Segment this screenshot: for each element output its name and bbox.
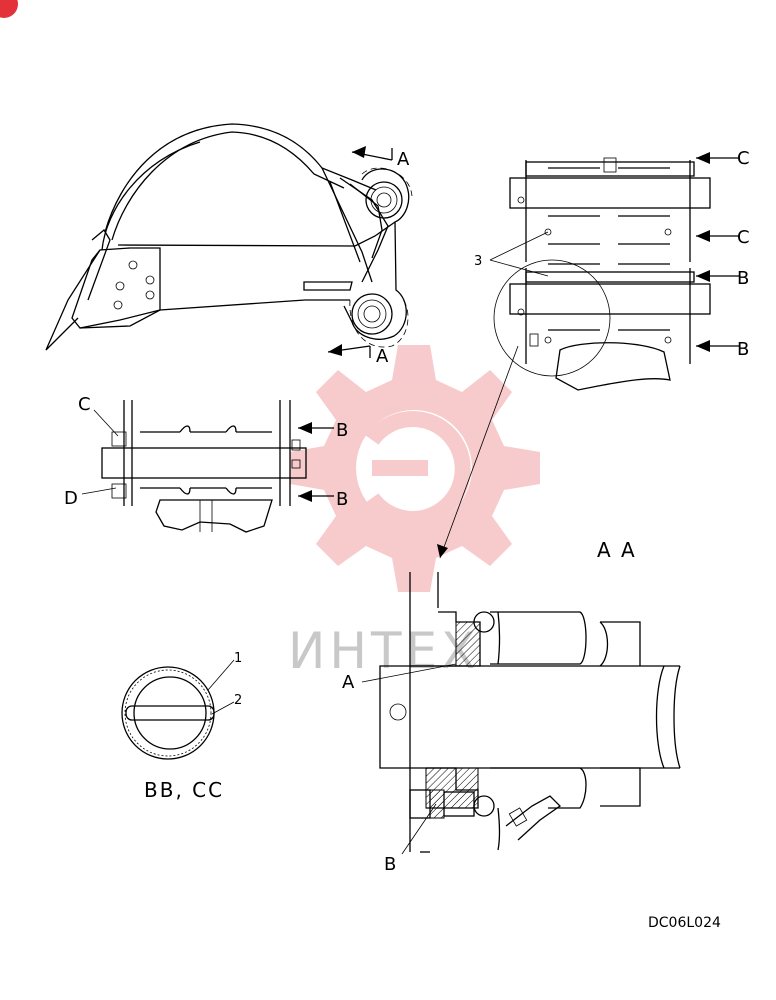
side-pin-view: C D B B <box>64 394 348 533</box>
bucket-arrow-top-label: A <box>397 149 410 170</box>
side-label-b1: B <box>336 420 348 441</box>
side-label-b2: B <box>336 489 348 510</box>
detail-label-c2: C <box>737 227 750 248</box>
detail-label-b1: B <box>737 268 749 289</box>
drawing-code: DC06L024 <box>648 915 721 931</box>
section-aa-view: A A A B <box>342 538 681 875</box>
bucket-arrow-bottom-label: A <box>376 346 389 367</box>
section-aa-label-b: B <box>384 854 396 875</box>
side-label-c: C <box>78 394 91 415</box>
section-bb-callout-2: 2 <box>234 693 242 708</box>
section-aa-title: A A <box>597 538 637 562</box>
detail-pin-view: 3 C C B B <box>437 148 750 559</box>
detail-label-b2: B <box>737 339 749 360</box>
section-aa-label-a: A <box>342 672 355 693</box>
side-label-d: D <box>64 488 78 509</box>
detail-callout-3: 3 <box>474 254 482 269</box>
section-bb-cc-title: BB, CC <box>144 778 224 802</box>
watermark-text: ИНТЕХ <box>288 622 479 680</box>
section-bb-callout-1: 1 <box>234 651 242 666</box>
corner-mark <box>0 0 18 18</box>
watermark-logo <box>290 345 540 592</box>
detail-label-c1: C <box>737 148 750 169</box>
section-bb-cc-view: 1 2 BB, CC <box>121 651 242 802</box>
bucket-view: A A <box>45 123 413 367</box>
